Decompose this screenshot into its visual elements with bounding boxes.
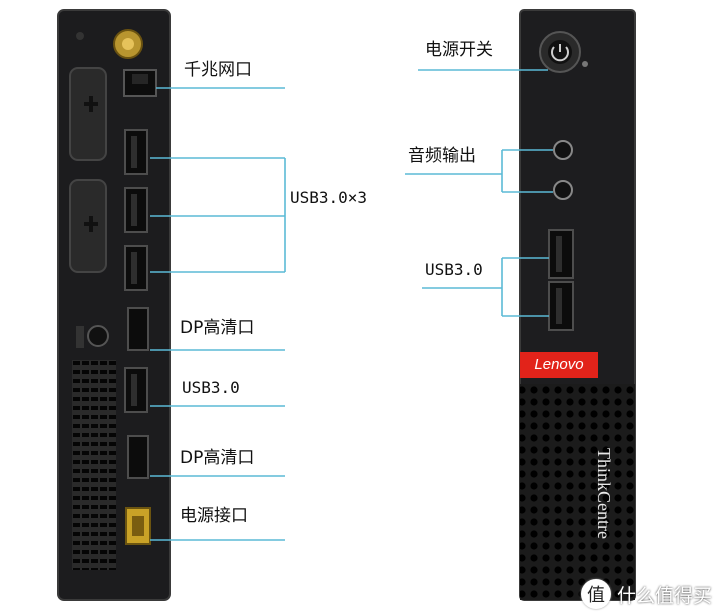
thinkcentre-logo-text: ThinkCentre bbox=[594, 448, 614, 539]
label-power-switch: 电源开关 bbox=[425, 40, 493, 60]
leader-lines bbox=[150, 69, 553, 541]
label-lan-port: 千兆网口 bbox=[184, 60, 252, 80]
watermark-text: 什么值得买 bbox=[616, 584, 712, 607]
lenovo-logo-text: Lenovo bbox=[534, 356, 584, 373]
watermark: 值 什么值得买 bbox=[580, 579, 712, 609]
smzdm-logo-icon: 值 bbox=[580, 579, 611, 609]
label-usb-single: USB3.0 bbox=[182, 378, 240, 397]
label-audio-out: 音频输出 bbox=[408, 146, 476, 166]
label-dp-port-2: DP高清口 bbox=[180, 448, 255, 468]
label-front-usb: USB3.0 bbox=[425, 260, 483, 279]
lan-port bbox=[123, 69, 157, 97]
audio-jack-1 bbox=[553, 140, 573, 160]
lenovo-badge bbox=[520, 352, 598, 378]
audio-jack-2 bbox=[553, 180, 573, 200]
dp-port-2 bbox=[127, 435, 149, 479]
label-power-port: 电源接口 bbox=[180, 506, 248, 526]
front-chassis bbox=[519, 9, 636, 601]
label-usb-x3: USB3.0×3 bbox=[290, 188, 368, 207]
label-dp-port-1: DP高清口 bbox=[180, 318, 255, 338]
dp-port-1 bbox=[127, 307, 149, 351]
rear-chassis bbox=[57, 9, 171, 601]
